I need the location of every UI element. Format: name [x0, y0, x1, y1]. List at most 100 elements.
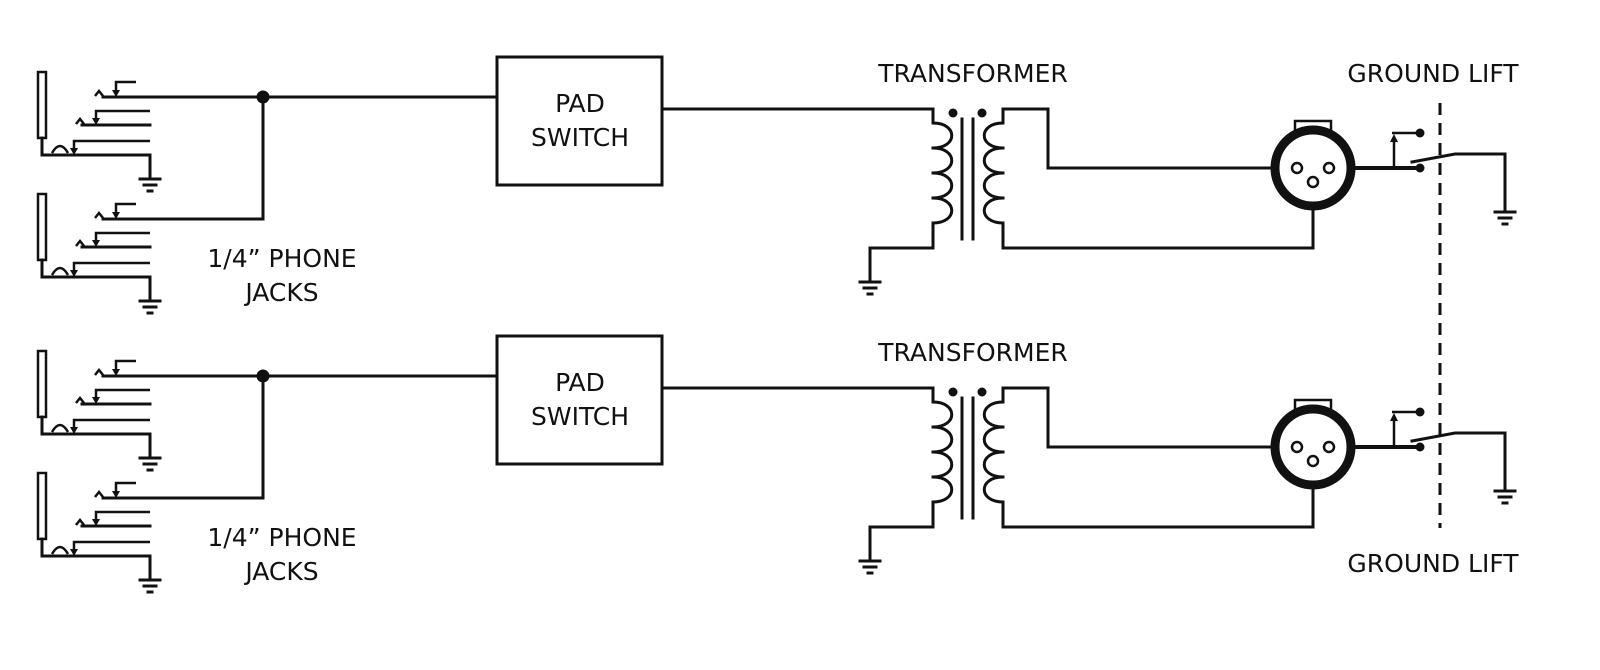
- arrowhead: [70, 148, 78, 155]
- tip-caret: [94, 367, 104, 376]
- polarity-dot: [977, 108, 987, 118]
- signal-wire: [660, 386, 935, 404]
- sleeve-hook: [50, 144, 70, 154]
- ground-icon: [138, 456, 162, 472]
- transformer-label: TRANSFORMER: [877, 338, 1067, 367]
- xlr-pin: [1306, 175, 1320, 189]
- ring-switch: [94, 231, 150, 244]
- ring-caret: [75, 238, 85, 247]
- xlr-pin: [1290, 161, 1304, 175]
- channel-1-labels: 1/4” PHONE JACKS PAD SWITCH TRANSFORMER …: [207, 59, 1519, 307]
- pad-switch-box: [495, 55, 664, 187]
- xlr-connector-icon: [1270, 398, 1356, 490]
- ring-caret: [75, 517, 85, 526]
- transformer-icon: [931, 108, 1005, 241]
- phone-jack-icon: [36, 471, 162, 594]
- sleeve-hook: [50, 266, 70, 276]
- ground-lift-label: GROUND LIFT: [1347, 59, 1519, 88]
- phone-jack-icon: [36, 349, 162, 472]
- ring-caret: [75, 395, 85, 404]
- sleeve-hook: [50, 423, 70, 433]
- ground-icon: [138, 578, 162, 594]
- signal-wire: [1001, 386, 1299, 449]
- junction-dot: [256, 369, 270, 383]
- channel-2-labels: 1/4” PHONE JACKS PAD SWITCH TRANSFORMER …: [207, 338, 1519, 586]
- signal-wire: [101, 374, 265, 500]
- arrowhead: [92, 397, 100, 404]
- primary-coil: [931, 400, 954, 504]
- signal-wire: [1001, 180, 1315, 250]
- tip-caret: [94, 489, 104, 498]
- ring-caret: [75, 116, 85, 125]
- jack-sleeve-body: [36, 70, 48, 140]
- pad-label-line1: PAD: [555, 368, 605, 397]
- channel-1: [36, 55, 1517, 315]
- jacks-label-line1: 1/4” PHONE: [207, 244, 356, 273]
- tip-caret: [94, 88, 104, 97]
- polarity-dot: [948, 108, 958, 118]
- sleeve-switch: [72, 540, 150, 553]
- pad-label-line2: SWITCH: [531, 123, 629, 152]
- switch-terminal: [1415, 128, 1425, 138]
- polarity-dot: [948, 387, 958, 397]
- arrowhead: [70, 427, 78, 434]
- transformer-label: TRANSFORMER: [877, 59, 1067, 88]
- xlr-pin: [1290, 440, 1304, 454]
- xlr-shell: [1270, 404, 1356, 490]
- ground-icon: [1493, 489, 1517, 505]
- polarity-dot: [977, 387, 987, 397]
- xlr-pin: [1322, 440, 1336, 454]
- arrowhead: [92, 240, 100, 247]
- jack-sleeve-body: [36, 471, 48, 541]
- xlr-shell: [1270, 125, 1356, 211]
- switch-blade: [1410, 431, 1507, 493]
- ground-icon: [1493, 210, 1517, 226]
- sleeve-switch: [72, 139, 150, 152]
- arrowhead: [112, 491, 120, 498]
- jacks-label-line1: 1/4” PHONE: [207, 523, 356, 552]
- sleeve-hook: [50, 545, 70, 555]
- jack-sleeve-body: [36, 349, 48, 419]
- tip-switch: [114, 481, 136, 495]
- arrowhead: [70, 270, 78, 277]
- tip-switch: [114, 359, 136, 373]
- arrowhead: [92, 118, 100, 125]
- ring-switch: [94, 388, 150, 401]
- ring-switch: [94, 109, 150, 122]
- sleeve-switch: [72, 418, 150, 431]
- pad-switch-box: [495, 334, 664, 466]
- tip-switch: [114, 80, 136, 94]
- xlr-connector-icon: [1270, 119, 1356, 211]
- sleeve-line: [40, 136, 152, 181]
- ground-wire: [868, 500, 935, 563]
- phone-jack-icon: [36, 70, 162, 193]
- xlr-pin: [1306, 454, 1320, 468]
- channel-2: [36, 334, 1517, 594]
- arrowhead: [1390, 413, 1398, 421]
- primary-coil: [931, 121, 954, 225]
- arrowhead: [1390, 134, 1398, 142]
- sleeve-line: [40, 258, 152, 303]
- ground-icon: [138, 299, 162, 315]
- switch-blade: [1410, 152, 1507, 214]
- sleeve-line: [40, 537, 152, 582]
- ground-icon: [858, 280, 882, 296]
- arrowhead: [112, 212, 120, 219]
- sleeve-switch: [72, 261, 150, 274]
- transformer-icon: [931, 387, 1005, 520]
- switch-terminal: [1415, 163, 1425, 173]
- jacks-label-line2: JACKS: [243, 557, 318, 586]
- jack-sleeve-body: [36, 192, 48, 262]
- signal-wire: [101, 95, 265, 221]
- signal-wire: [660, 107, 935, 125]
- ground-wire: [868, 221, 935, 284]
- phone-jack-icon: [36, 192, 162, 315]
- switch-terminal: [1415, 442, 1425, 452]
- signal-wire: [1001, 459, 1315, 529]
- ground-lift-label: GROUND LIFT: [1347, 549, 1519, 578]
- tip-switch: [114, 202, 136, 216]
- secondary-coil: [982, 400, 1005, 504]
- tip-caret: [94, 210, 104, 219]
- ground-icon: [858, 559, 882, 575]
